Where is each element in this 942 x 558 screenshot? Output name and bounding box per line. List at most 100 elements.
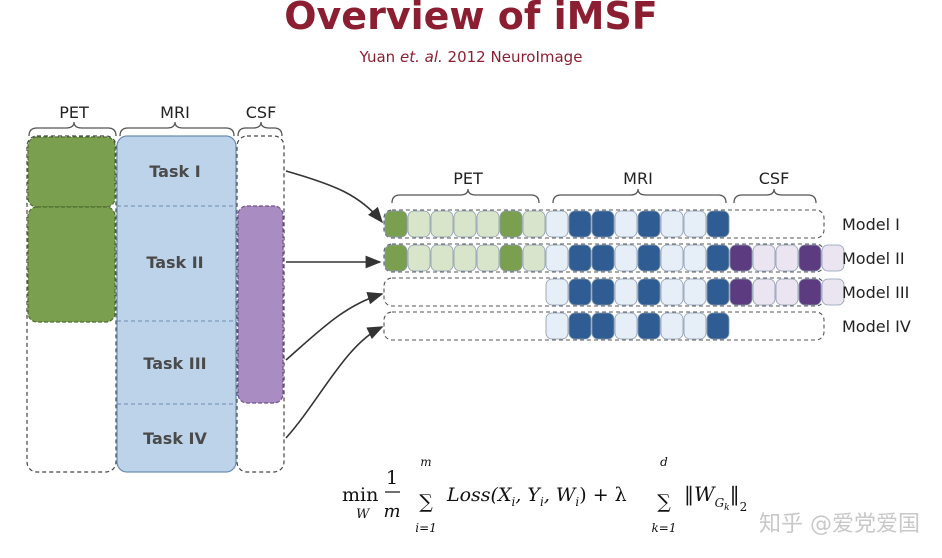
feature-cell bbox=[499, 210, 523, 238]
feature-cell bbox=[752, 244, 776, 272]
feature-cell bbox=[545, 278, 569, 306]
feature-cell bbox=[522, 210, 546, 238]
formula-min-sub: W bbox=[356, 507, 371, 522]
feature-cell bbox=[430, 210, 454, 238]
feature-cell bbox=[614, 210, 638, 238]
task-label-1: Task I bbox=[149, 162, 200, 181]
left-brace-csf bbox=[237, 121, 283, 137]
formula-sum2-top: d bbox=[660, 455, 668, 469]
left-label-pet: PET bbox=[59, 103, 89, 122]
feature-cell bbox=[591, 312, 615, 340]
feature-cell bbox=[729, 244, 753, 272]
feature-cell bbox=[453, 210, 477, 238]
left-brace-mri bbox=[119, 121, 235, 137]
feature-cell bbox=[706, 312, 730, 340]
right-label-pet: PET bbox=[453, 169, 483, 188]
feature-cell bbox=[522, 244, 546, 272]
left-brace-pet bbox=[28, 121, 117, 137]
feature-cell bbox=[637, 210, 661, 238]
feature-cell bbox=[476, 244, 500, 272]
feature-cell bbox=[729, 278, 753, 306]
feature-cell bbox=[637, 244, 661, 272]
model-row-1 bbox=[383, 209, 825, 239]
feature-cell bbox=[591, 210, 615, 238]
feature-cell bbox=[614, 278, 638, 306]
feature-cell bbox=[798, 278, 822, 306]
citation: Yuan et. al. 2012 NeuroImage bbox=[0, 48, 942, 66]
feature-cell bbox=[706, 278, 730, 306]
task-label-3: Task III bbox=[143, 354, 206, 373]
formula-frac-den: m bbox=[383, 501, 400, 522]
feature-cell bbox=[614, 312, 638, 340]
feature-cell bbox=[683, 278, 707, 306]
arrow-task1-model1 bbox=[285, 170, 384, 224]
model-label-3: Model III bbox=[842, 283, 909, 302]
mri-column bbox=[116, 135, 237, 473]
right-label-mri: MRI bbox=[623, 169, 653, 188]
formula-loss: Loss(Xi, Yi, Wi) + λ bbox=[446, 484, 627, 509]
model-label-1: Model I bbox=[842, 215, 900, 234]
feature-cell bbox=[775, 278, 799, 306]
feature-cell bbox=[660, 244, 684, 272]
feature-cell bbox=[752, 278, 776, 306]
feature-cell bbox=[384, 210, 408, 238]
left-label-csf: CSF bbox=[246, 103, 277, 122]
model-label-2: Model II bbox=[842, 249, 905, 268]
feature-cell bbox=[545, 244, 569, 272]
csf-block bbox=[237, 205, 284, 404]
feature-cell bbox=[430, 244, 454, 272]
feature-cell bbox=[545, 210, 569, 238]
formula-min: min bbox=[342, 484, 378, 506]
feature-cell bbox=[407, 244, 431, 272]
feature-cell bbox=[384, 244, 408, 272]
formula-norm: ‖WGk‖2 bbox=[684, 482, 747, 514]
feature-cell bbox=[407, 210, 431, 238]
task-label-2: Task II bbox=[146, 253, 203, 272]
objective-formula: min W 1 m m ∑ i=1 Loss(Xi, Yi, Wi) + λ d… bbox=[342, 455, 747, 535]
pet-block-task2 bbox=[27, 206, 116, 323]
feature-cell bbox=[660, 278, 684, 306]
formula-sigma-1: ∑ bbox=[419, 491, 433, 513]
pet-column-outline bbox=[26, 135, 117, 473]
right-brace-pet bbox=[391, 188, 540, 204]
formula-sigma-2: ∑ bbox=[657, 491, 671, 513]
feature-cell bbox=[706, 210, 730, 238]
csf-column-outline bbox=[236, 135, 285, 473]
task-label-4: Task IV bbox=[143, 429, 207, 448]
feature-cell bbox=[683, 210, 707, 238]
feature-cell bbox=[568, 278, 592, 306]
right-brace-csf bbox=[733, 188, 817, 204]
feature-cell bbox=[683, 312, 707, 340]
citation-author: Yuan bbox=[359, 48, 396, 66]
feature-cell bbox=[706, 244, 730, 272]
citation-etal: et. al. bbox=[399, 48, 443, 66]
right-brace-mri bbox=[552, 188, 727, 204]
feature-cell bbox=[683, 244, 707, 272]
feature-cell bbox=[499, 244, 523, 272]
feature-cell bbox=[637, 312, 661, 340]
feature-cell bbox=[591, 244, 615, 272]
formula-sum1-top: m bbox=[420, 455, 431, 469]
formula-sum1-bottom: i=1 bbox=[415, 521, 437, 535]
formula-sum2-bottom: k=1 bbox=[652, 521, 677, 535]
feature-cell bbox=[775, 244, 799, 272]
feature-cell bbox=[798, 244, 822, 272]
feature-cell bbox=[591, 278, 615, 306]
model-label-4: Model IV bbox=[842, 317, 911, 336]
feature-cell bbox=[660, 210, 684, 238]
watermark: 知乎 @爱党爱国 bbox=[759, 512, 920, 537]
arrow-task3-model3 bbox=[285, 291, 384, 361]
feature-cell bbox=[476, 210, 500, 238]
model-row-4 bbox=[383, 311, 825, 341]
feature-cell bbox=[614, 244, 638, 272]
citation-venue: 2012 NeuroImage bbox=[447, 48, 583, 66]
feature-cell bbox=[660, 312, 684, 340]
feature-cell bbox=[821, 244, 845, 272]
feature-cell bbox=[637, 278, 661, 306]
left-label-mri: MRI bbox=[160, 103, 190, 122]
pet-block-task1 bbox=[27, 136, 116, 208]
feature-cell bbox=[453, 244, 477, 272]
formula-frac-num: 1 bbox=[386, 467, 398, 489]
feature-cells bbox=[384, 210, 845, 340]
